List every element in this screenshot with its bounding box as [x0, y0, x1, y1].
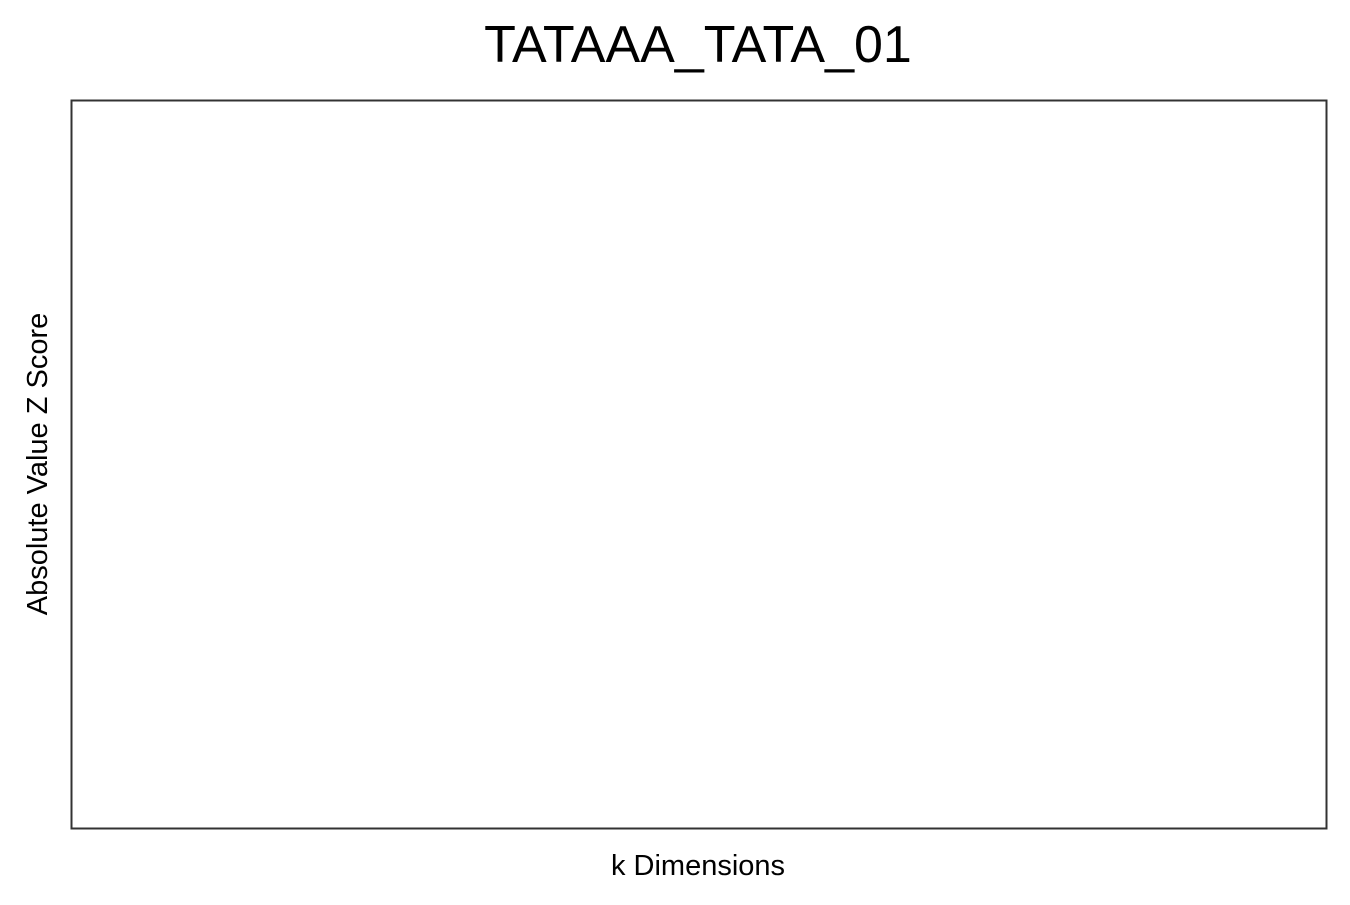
plot-area-frame [70, 99, 1328, 830]
chart-title: TATAAA_TATA_01 [484, 16, 912, 74]
x-axis-label: k Dimensions [611, 850, 785, 882]
y-axis-label: Absolute Value Z Score [22, 313, 54, 616]
